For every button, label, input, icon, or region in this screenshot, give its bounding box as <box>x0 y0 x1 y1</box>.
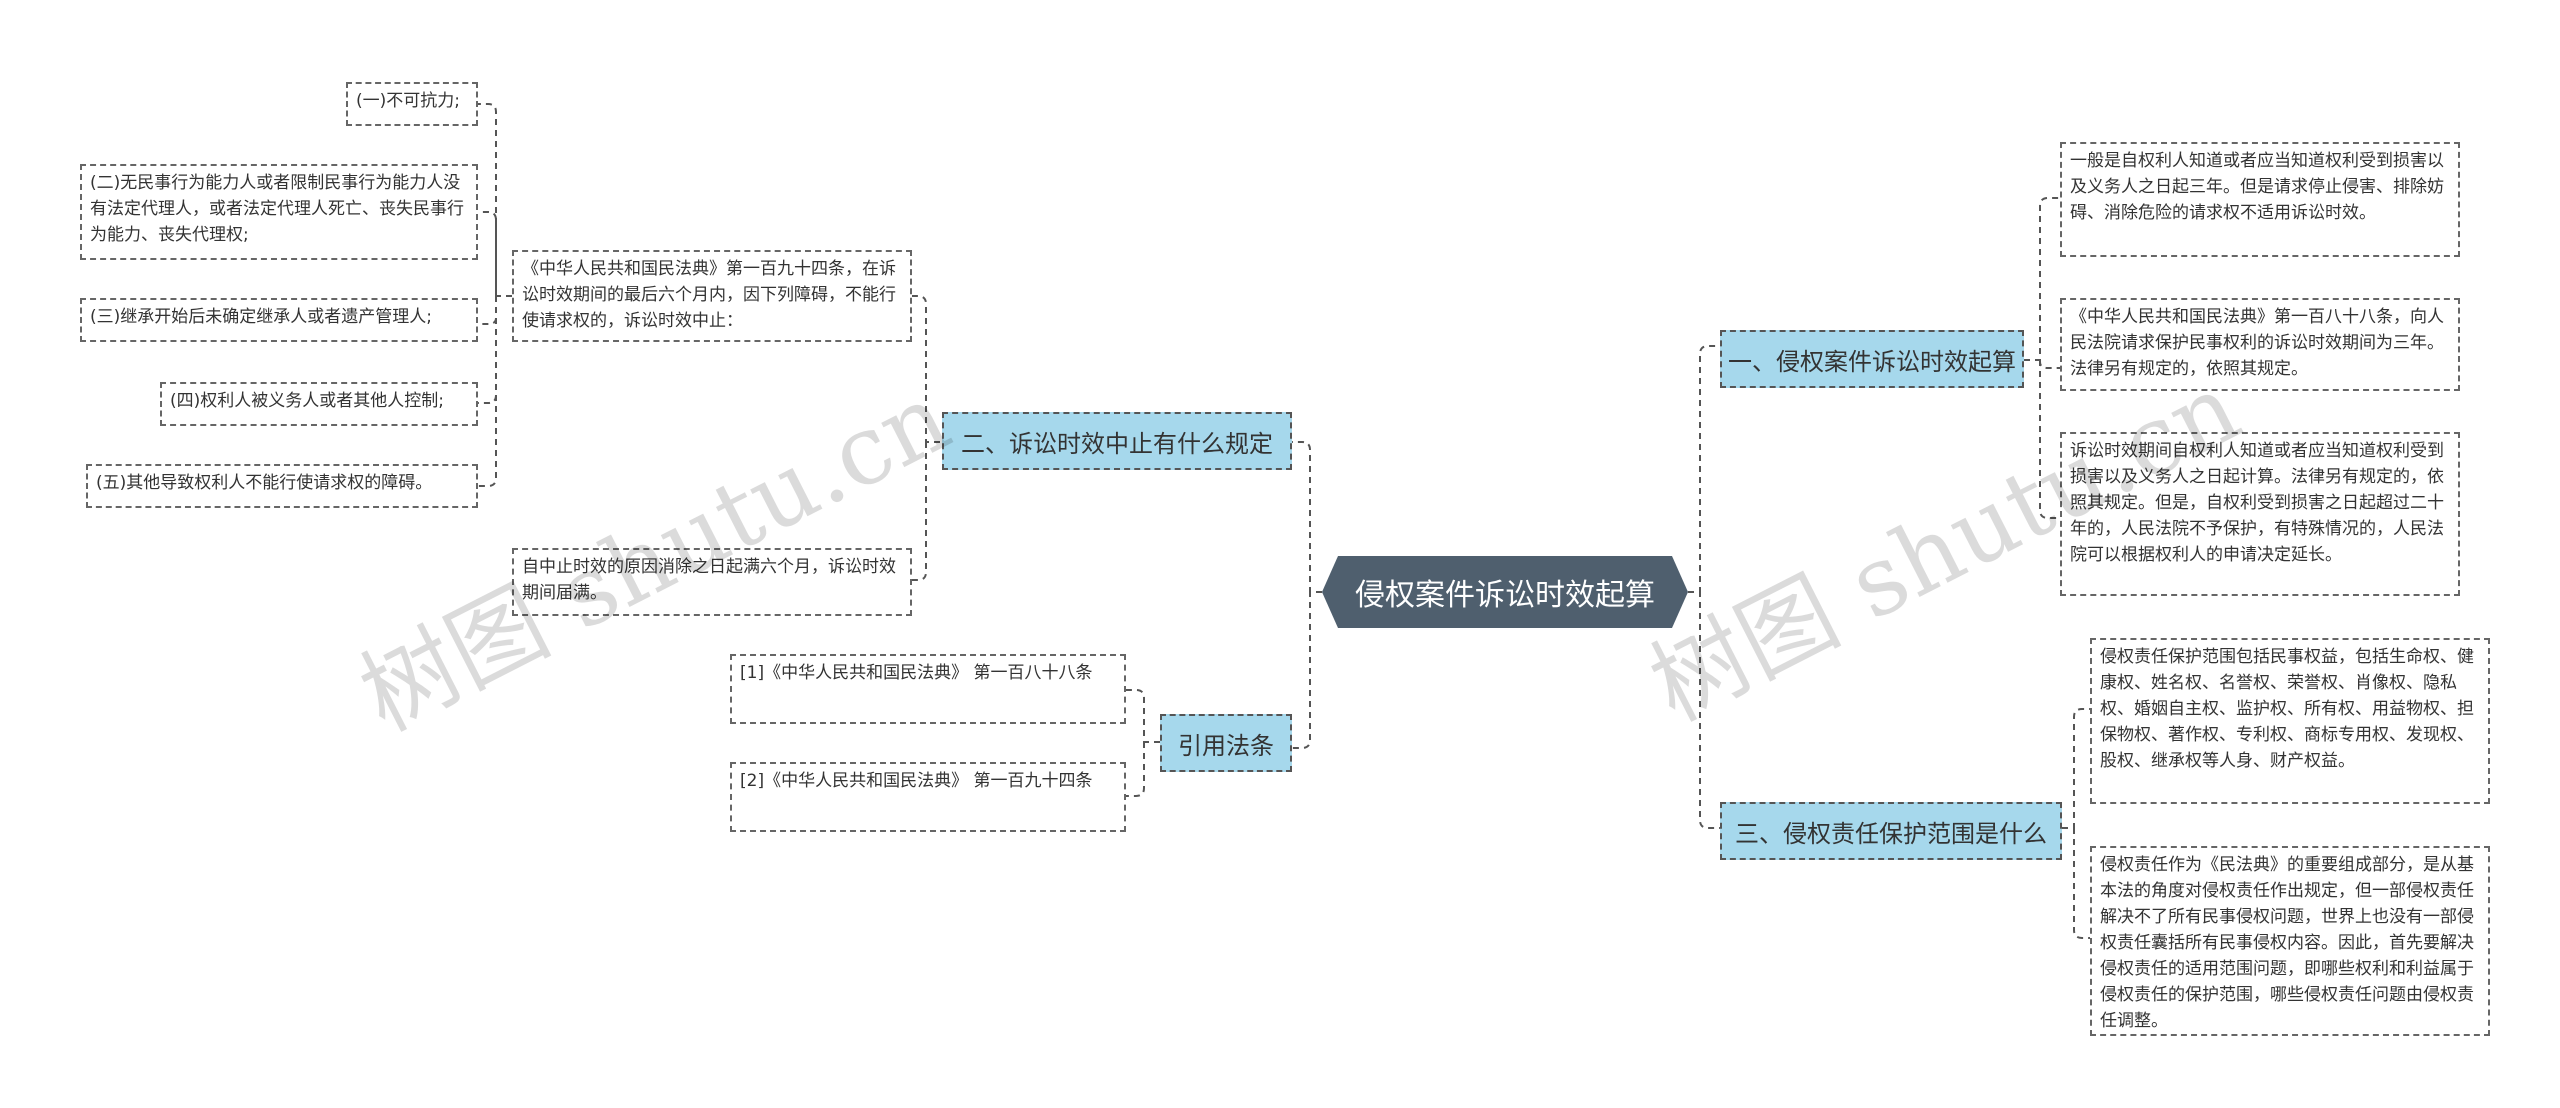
leaf-node[interactable]: (二)无民事行为能力人或者限制民事行为能力人没有法定代理人，或者法定代理人死亡、… <box>80 164 478 260</box>
connector-b4-leaves <box>1126 689 1160 797</box>
connector-sub1-items <box>478 103 512 487</box>
leaf-node[interactable]: (三)继承开始后未确定继承人或者遗产管理人; <box>80 298 478 342</box>
connector-b3-leaves <box>2062 708 2090 939</box>
leaf-node[interactable]: (一)不可抗力; <box>346 82 478 126</box>
branch-node-time-limit-start[interactable]: 一、侵权案件诉讼时效起算 <box>1720 330 2024 388</box>
leaf-node[interactable]: 《中华人民共和国民法典》第一百八十八条，向人民法院请求保护民事权利的诉讼时效期间… <box>2060 298 2460 391</box>
leaf-node[interactable]: 诉讼时效期间自权利人知道或者应当知道权利受到损害以及义务人之日起计算。法律另有规… <box>2060 432 2460 596</box>
leaf-node[interactable]: 《中华人民共和国民法典》第一百九十四条，在诉讼时效期间的最后六个月内，因下列障碍… <box>512 250 912 342</box>
leaf-node[interactable]: [2]《中华人民共和国民法典》 第一百九十四条 <box>730 762 1126 832</box>
root-node[interactable]: 侵权案件诉讼时效起算 <box>1322 556 1688 628</box>
connector-root-b3 <box>1688 591 1720 829</box>
leaf-node[interactable]: [1]《中华人民共和国民法典》 第一百八十八条 <box>730 654 1126 724</box>
leaf-node[interactable]: (四)权利人被义务人或者其他人控制; <box>160 382 478 426</box>
branch-node-suspension[interactable]: 二、诉讼时效中止有什么规定 <box>942 412 1292 470</box>
connector-root-b2 <box>1292 441 1322 593</box>
leaf-node[interactable]: 侵权责任作为《民法典》的重要组成部分，是从基本法的角度对侵权责任作出规定，但一部… <box>2090 846 2490 1036</box>
connector-root-b1 <box>1688 345 1720 593</box>
branch-node-cited-articles[interactable]: 引用法条 <box>1160 714 1292 772</box>
leaf-node[interactable]: (五)其他导致权利人不能行使请求权的障碍。 <box>86 464 478 508</box>
connector-b1-leaves <box>2024 197 2060 519</box>
connector-b2-subs <box>912 295 940 581</box>
branch-node-protection-scope[interactable]: 三、侵权责任保护范围是什么 <box>1720 802 2062 860</box>
leaf-node[interactable]: 侵权责任保护范围包括民事权益，包括生命权、健康权、姓名权、名誉权、荣誉权、肖像权… <box>2090 638 2490 804</box>
leaf-node[interactable]: 一般是自权利人知道或者应当知道权利受到损害以及义务人之日起三年。但是请求停止侵害… <box>2060 142 2460 257</box>
leaf-node[interactable]: 自中止时效的原因消除之日起满六个月，诉讼时效期间届满。 <box>512 548 912 616</box>
connector-root-b4 <box>1292 591 1322 749</box>
